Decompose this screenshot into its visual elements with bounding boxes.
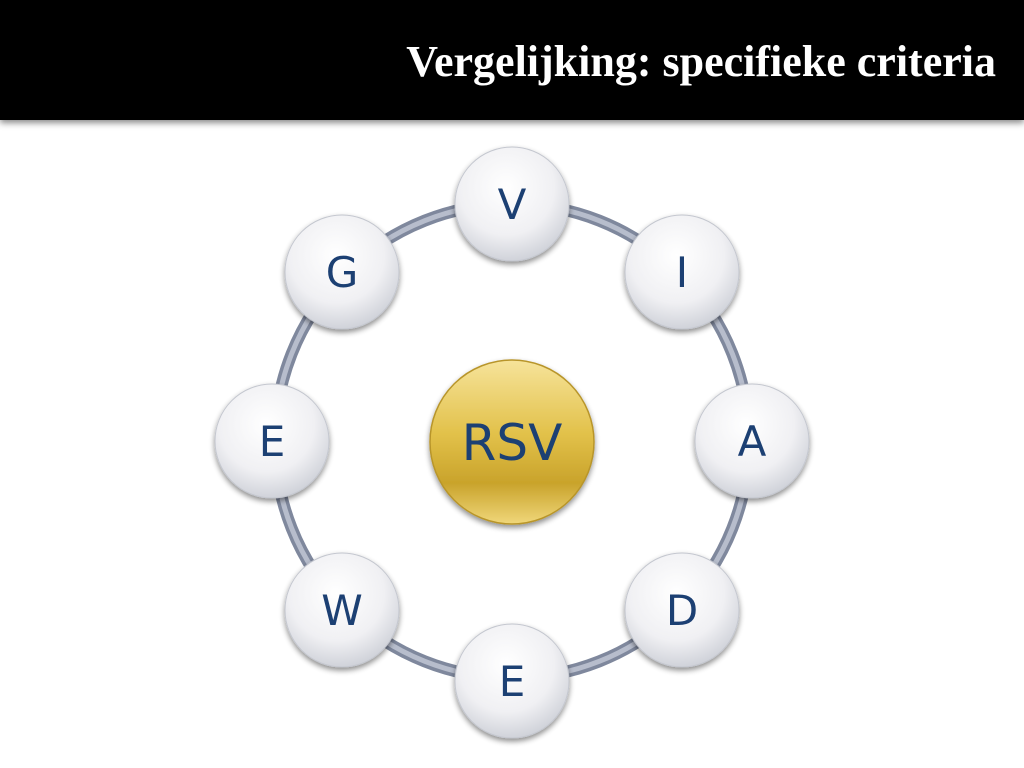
node-v: V [454,146,570,262]
node-label-i: I [676,248,688,297]
node-label-d: D [666,586,698,635]
node-d: D [624,552,740,668]
node-label-g: G [326,248,359,297]
center-label: RSV [462,414,563,472]
title-bar: Vergelijking: specifieke criteria [0,0,1024,120]
node-e-bottom: E [454,623,570,739]
node-w: W [284,552,400,668]
node-e-left: E [214,383,330,499]
center-node: RSV [429,359,595,525]
node-a: A [694,383,810,499]
node-label-e-left: E [259,417,286,466]
node-label-w: W [321,586,363,635]
node-i: I [624,214,740,330]
node-label-e-bottom: E [499,657,526,706]
node-g: G [284,214,400,330]
slide-title: Vergelijking: specifieke criteria [406,37,996,86]
node-label-a: A [738,417,767,466]
node-label-v: V [498,180,527,229]
